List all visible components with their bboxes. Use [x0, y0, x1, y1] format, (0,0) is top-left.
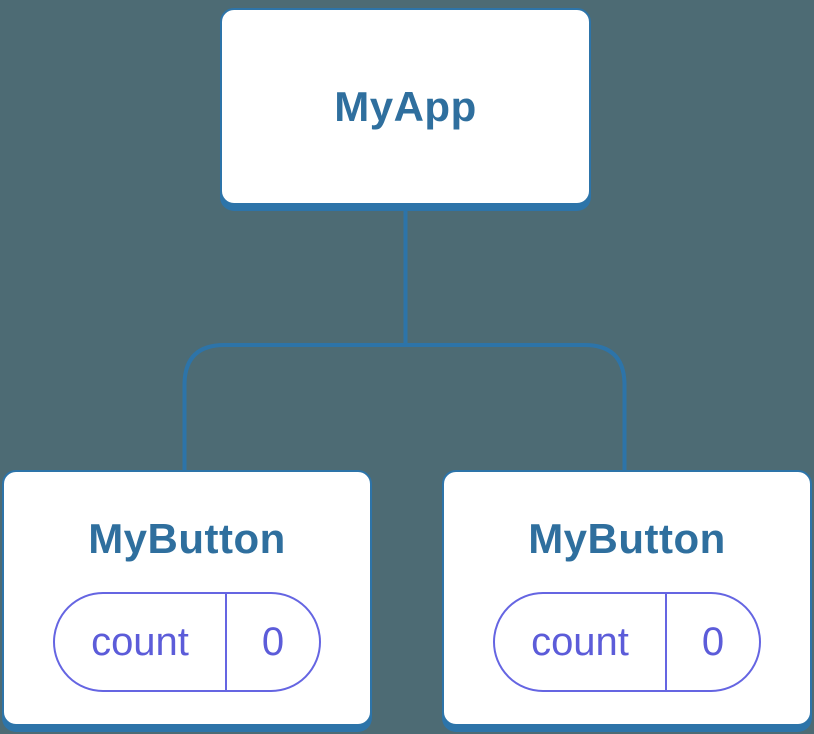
node-myapp-label: MyApp: [334, 82, 477, 130]
connector-branch-bracket: [182, 343, 627, 472]
state-pill-right: count 0: [493, 592, 761, 692]
state-name-label: count: [55, 594, 227, 690]
state-value-label: 0: [701, 619, 725, 664]
node-mybutton-left-label: MyButton: [88, 515, 286, 562]
node-myapp: MyApp: [220, 8, 591, 205]
node-mybutton-right-label: MyButton: [528, 515, 726, 562]
node-mybutton-right: MyButton count 0: [442, 470, 812, 726]
node-mybutton-left: MyButton count 0: [2, 470, 372, 726]
state-name-label: count: [495, 594, 667, 690]
state-value-label: 0: [261, 619, 285, 664]
state-pill-left: count 0: [53, 592, 321, 692]
